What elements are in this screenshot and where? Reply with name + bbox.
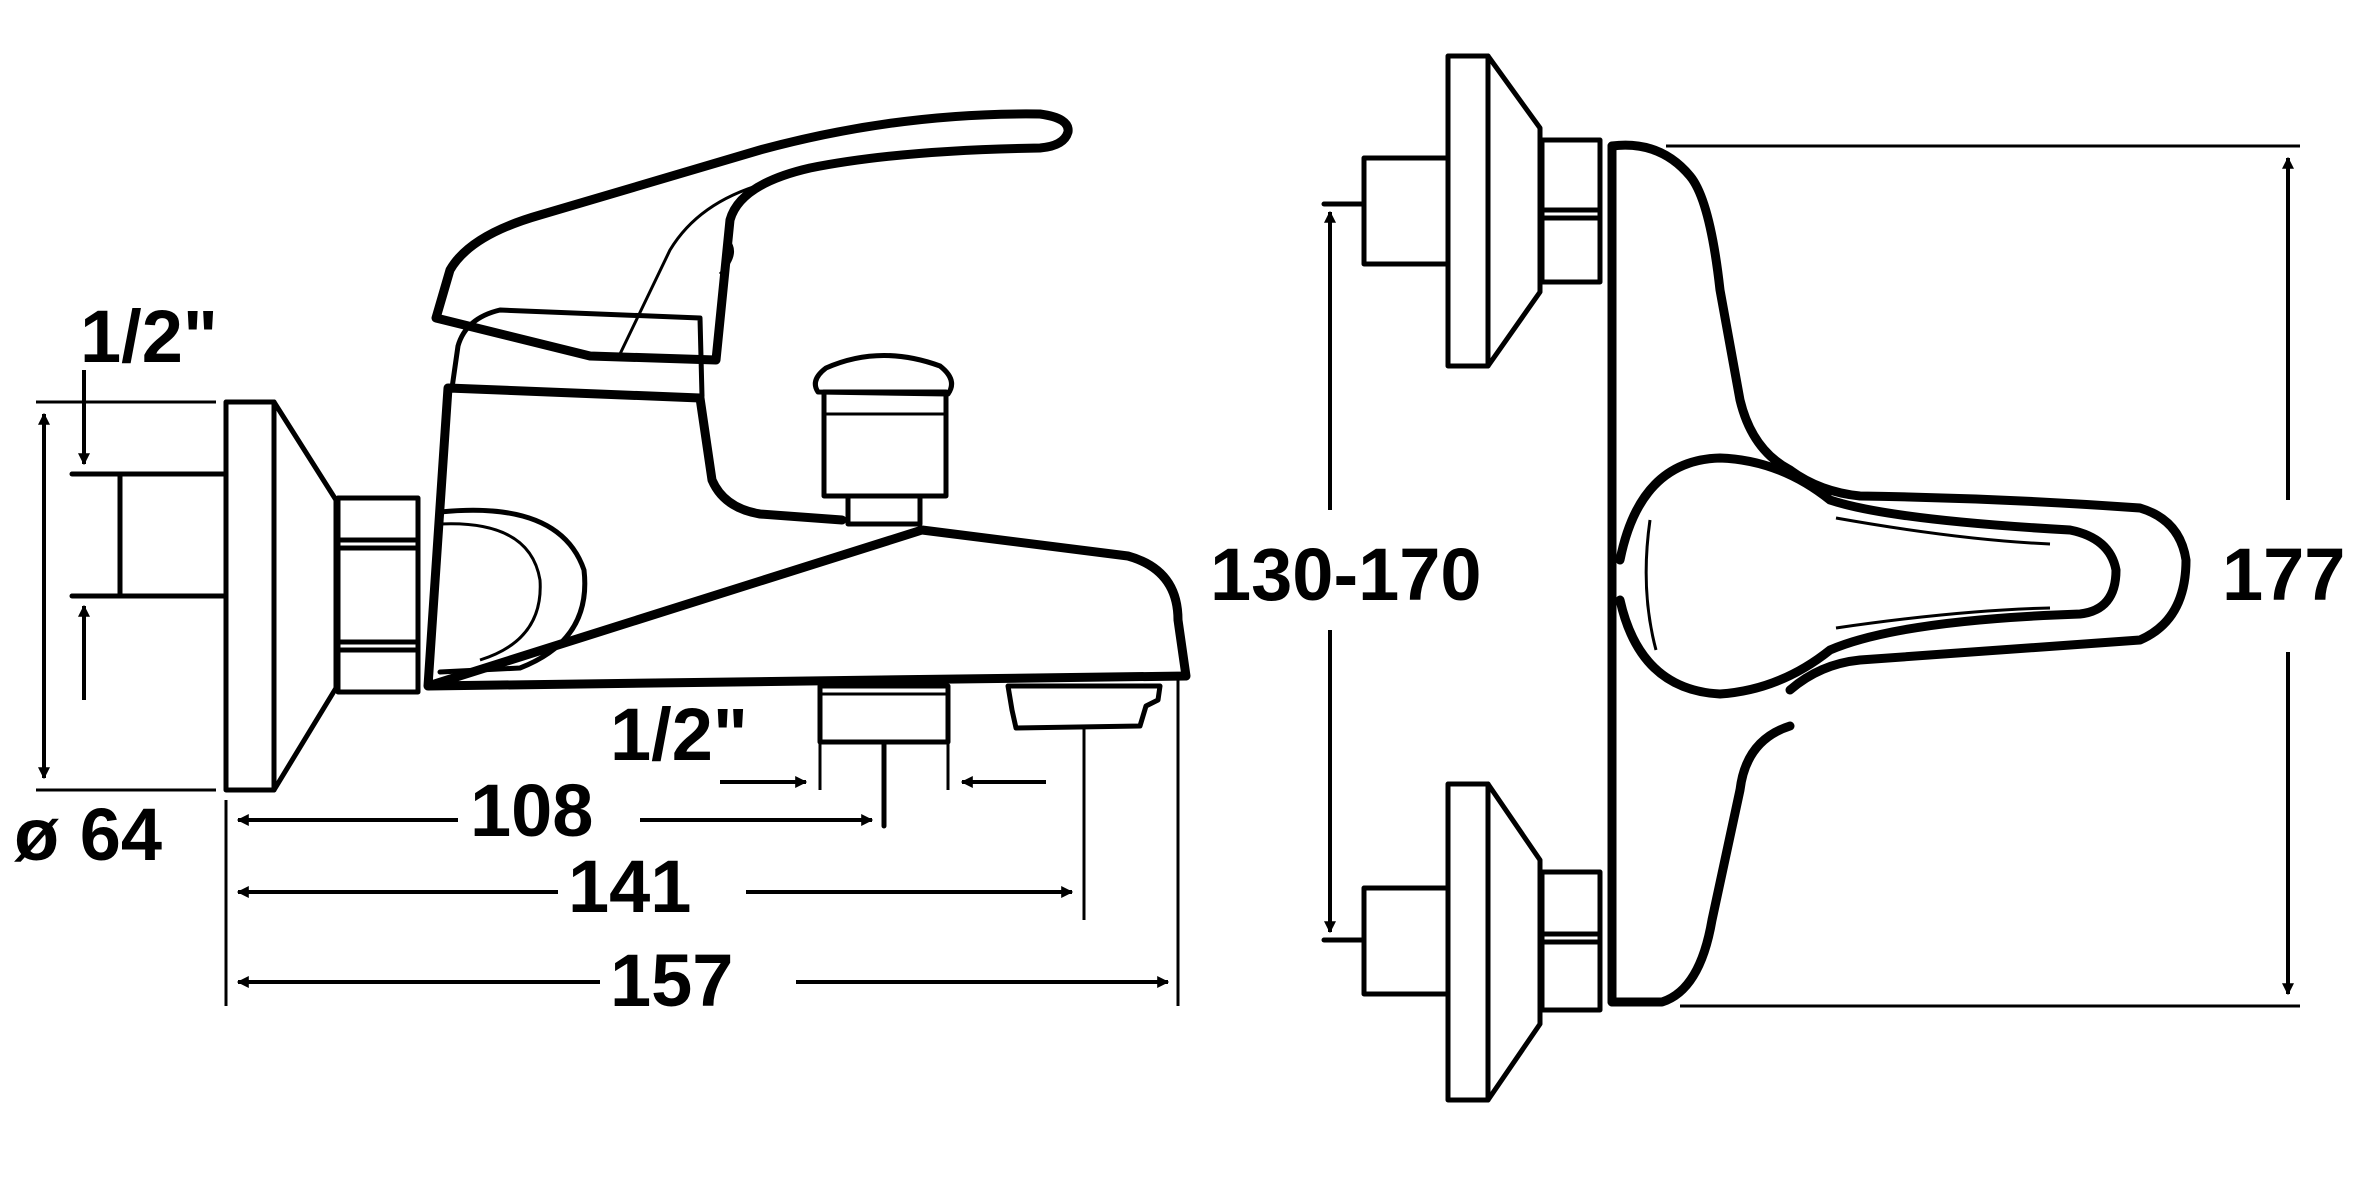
len-141-label: 141 — [568, 845, 691, 928]
len-108-label: 108 — [470, 769, 593, 852]
body-recess — [437, 507, 588, 675]
lever-front — [1785, 465, 2191, 695]
dim-outlet-thread: 1/2" — [610, 693, 1046, 788]
spout-outlet — [817, 683, 951, 829]
inlet-thread-label: 1/2" — [80, 295, 218, 378]
body-outline-front — [1607, 140, 1795, 1007]
wall-escutcheon — [223, 399, 339, 793]
dim-diameter-64: ø 64 — [10, 412, 186, 876]
diameter-label: ø 64 — [14, 793, 162, 876]
lever-handle — [431, 109, 1073, 365]
dim-157: 157 — [236, 939, 1170, 1022]
mixer-body — [423, 383, 1191, 691]
inlet-stub — [69, 471, 229, 599]
dim-141: 141 — [236, 845, 1074, 928]
dim-177: 177 — [2222, 156, 2345, 996]
handle-hinge — [449, 307, 705, 399]
centres-label: 130-170 — [1210, 533, 1482, 616]
diverter-knob — [812, 353, 955, 527]
lower-escutcheon — [1321, 781, 1603, 1103]
outlet-thread-label: 1/2" — [610, 693, 748, 776]
side-extension-lines — [36, 400, 1180, 1006]
dim-130-170: 130-170 — [1210, 210, 1482, 934]
side-view — [69, 109, 1191, 829]
hex-nut — [335, 495, 421, 695]
dim-inlet-thread: 1/2" — [78, 295, 218, 700]
len-157-label: 157 — [610, 939, 733, 1022]
front-extension-lines — [1666, 144, 2300, 1008]
upper-escutcheon — [1321, 53, 1603, 369]
height-label: 177 — [2222, 533, 2345, 616]
front-view — [1321, 53, 2191, 1103]
aerator — [1005, 683, 1163, 731]
dim-108: 108 — [236, 769, 874, 852]
